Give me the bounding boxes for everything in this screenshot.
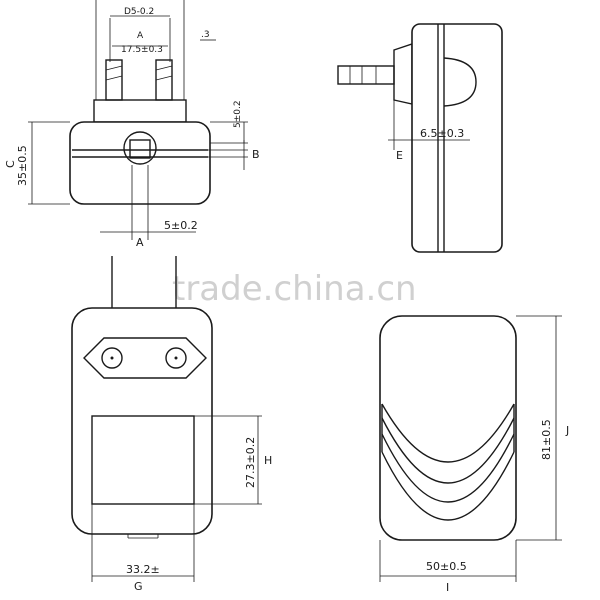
pin-width-dim: 5±0.2 <box>164 219 198 232</box>
pin-span-dim: 17.5±0.3 <box>121 45 163 55</box>
adapter-body-back <box>379 315 517 541</box>
contour-arc <box>381 417 515 484</box>
top-view: D5-0.2 A 17.5±0.3 .3 5±0.2 B C 3 <box>4 0 260 249</box>
left-pin-hole <box>101 347 123 369</box>
label-h: H <box>264 454 272 467</box>
label-c: C <box>4 160 17 168</box>
label-g: G <box>134 580 143 593</box>
center-hole <box>123 131 157 165</box>
height-dim: 35±0.5 <box>16 145 29 186</box>
watermark: trade.china.cn <box>172 269 417 309</box>
pin-center <box>110 356 114 360</box>
pin-height-dim: 5±0.2 <box>233 100 243 128</box>
pin-spacing-dim: D5-0.2 <box>124 7 154 17</box>
pin-groove <box>155 65 173 71</box>
partial-dim: .3 <box>201 30 210 40</box>
width-dim-back: 50±0.5 <box>426 560 467 573</box>
pin-base <box>93 99 187 123</box>
pin-center <box>174 356 178 360</box>
label-e: E <box>396 149 403 162</box>
label-window <box>91 415 195 505</box>
back-view: 81±0.5 J 50±0.5 I <box>379 315 569 594</box>
center-slot <box>129 139 151 159</box>
inner-label-a: A <box>137 31 144 41</box>
label-i: I <box>446 581 449 594</box>
contour-arc <box>381 451 515 521</box>
front-view: 27.3±0.2 H 33.2± G <box>71 256 272 593</box>
side-pin <box>337 65 395 85</box>
plug-plate <box>83 337 207 379</box>
right-pin-hole <box>165 347 187 369</box>
label-b: B <box>252 148 260 161</box>
right-pin <box>155 59 173 101</box>
contour-arc <box>381 433 515 503</box>
side-bulge <box>443 57 477 107</box>
contour-arc <box>381 403 515 463</box>
label-a: A <box>136 236 144 249</box>
side-view: 6.5±0.3 E <box>337 23 503 253</box>
width-dim-front: 33.2± <box>126 563 160 576</box>
height-dim-back: 81±0.5 <box>540 419 553 460</box>
left-pin <box>105 59 123 101</box>
pin-groove <box>155 75 173 81</box>
side-pin-dim: 6.5±0.3 <box>420 127 464 140</box>
adapter-body-top <box>69 121 211 205</box>
pin-groove <box>105 65 123 71</box>
adapter-body-front <box>71 307 213 535</box>
pin-groove <box>105 75 123 81</box>
window-dim: 27.3±0.2 <box>244 437 257 488</box>
side-pin-base <box>393 43 413 105</box>
label-j: J <box>565 424 569 437</box>
